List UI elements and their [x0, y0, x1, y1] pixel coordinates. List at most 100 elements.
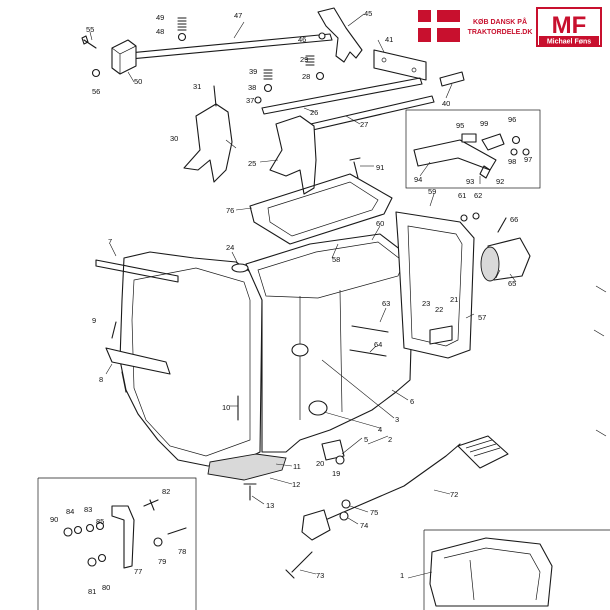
leader-47	[233, 21, 245, 39]
callout-93: 93	[466, 177, 474, 186]
callout-46: 46	[298, 35, 306, 44]
callout-84: 84	[66, 507, 74, 516]
callout-10: 10	[222, 403, 230, 412]
inset-linkage-frame	[37, 477, 197, 610]
callout-13: 13	[266, 501, 274, 510]
callout-80: 80	[102, 583, 110, 592]
callout-48: 48	[156, 27, 164, 36]
top-cover-gasket-76	[249, 173, 393, 245]
inset-overview	[407, 529, 610, 610]
leader-72	[433, 489, 451, 495]
plate-41-hole-a	[381, 57, 387, 63]
shaft-end-4	[291, 343, 309, 357]
leader-13	[251, 495, 265, 505]
nut-85	[95, 521, 105, 531]
nut-97	[522, 148, 530, 156]
bracket-22	[429, 325, 453, 345]
callout-63: 63	[382, 299, 390, 308]
block-50-edges	[111, 45, 137, 74]
bolt-82	[143, 499, 159, 511]
selector-block-50	[111, 39, 137, 75]
leader-73	[299, 569, 317, 575]
bolt-96	[511, 135, 521, 145]
callout-45: 45	[364, 9, 372, 18]
callout-60: 60	[376, 219, 384, 228]
callout-21: 21	[450, 295, 458, 304]
logo-line-1: KØB DANSK PÅ	[473, 17, 527, 26]
mf-logo: MF Michael Føns	[536, 7, 602, 47]
pin-40	[439, 71, 465, 87]
gasket-76-outer	[249, 173, 393, 245]
nut-80	[97, 553, 107, 563]
callout-99: 99	[480, 119, 488, 128]
bottom-plate-11	[207, 453, 287, 481]
callout-85: 85	[96, 517, 104, 526]
callout-98: 98	[508, 157, 516, 166]
bolt-46	[318, 32, 326, 40]
callout-labels: 1 2 3 4 5 6 7 8 9 10 11 12 13 19 20 21 2…	[50, 9, 532, 596]
overview-details	[443, 547, 541, 601]
housing-body	[245, 233, 415, 453]
leader-25	[259, 159, 279, 163]
leader-4	[323, 411, 381, 429]
bolt-91	[349, 157, 361, 179]
washer-84	[73, 525, 83, 535]
leader-45	[347, 13, 365, 27]
leader-76	[235, 207, 253, 211]
inset-linkage	[37, 477, 197, 610]
pedal-pad-tread	[465, 439, 501, 457]
nut-90	[63, 527, 73, 537]
callout-57: 57	[478, 313, 486, 322]
rear-cover-57-inner	[407, 225, 463, 347]
callout-49: 49	[156, 13, 164, 22]
washer-61	[460, 214, 468, 222]
pto-spline-65	[480, 246, 500, 282]
callout-27: 27	[360, 120, 368, 129]
leader-11	[275, 463, 293, 467]
callout-41: 41	[385, 35, 393, 44]
callout-47: 47	[234, 11, 242, 20]
spring-39	[263, 69, 273, 80]
leader-63	[379, 307, 387, 323]
callout-24: 24	[226, 243, 234, 252]
callout-65: 65	[508, 279, 516, 288]
plate-99	[481, 133, 505, 151]
lock-plate-94	[413, 139, 497, 171]
callout-12: 12	[292, 480, 300, 489]
callout-56: 56	[92, 87, 100, 96]
callout-38: 38	[248, 83, 256, 92]
callout-62: 62	[474, 191, 482, 200]
callout-77: 77	[134, 567, 142, 576]
spring-29	[305, 55, 315, 66]
washer-62	[472, 212, 480, 220]
callout-90: 90	[50, 515, 58, 524]
leader-3	[321, 359, 395, 419]
callout-4: 4	[378, 425, 382, 434]
leader-58	[331, 243, 339, 259]
leader-12	[269, 477, 293, 485]
pedal-arm-72	[315, 443, 461, 525]
leader-30-b	[225, 139, 237, 149]
leader-2	[367, 435, 389, 445]
leader-55	[89, 31, 93, 41]
callout-28: 28	[302, 72, 310, 81]
leader-60	[371, 225, 381, 241]
leader-8	[105, 363, 113, 375]
callout-91: 91	[376, 163, 384, 172]
callout-61: 61	[458, 191, 466, 200]
selector-fork-45	[317, 7, 363, 63]
callout-37: 37	[246, 96, 254, 105]
leader-75	[349, 505, 369, 513]
danish-flag-logo: KØB DANSK PÅ TRAKTORDELE.DK	[418, 10, 532, 42]
callout-97: 97	[524, 155, 532, 164]
callout-50: 50	[134, 77, 142, 86]
inset-lock-assembly	[405, 109, 541, 189]
callout-95: 95	[456, 121, 464, 130]
callout-31: 31	[193, 82, 201, 91]
leader-64	[369, 345, 377, 353]
leader-57	[465, 313, 475, 319]
yoke-20	[321, 439, 345, 461]
studs-63-64	[349, 325, 389, 357]
callout-83: 83	[84, 505, 92, 514]
callout-66: 66	[510, 215, 518, 224]
